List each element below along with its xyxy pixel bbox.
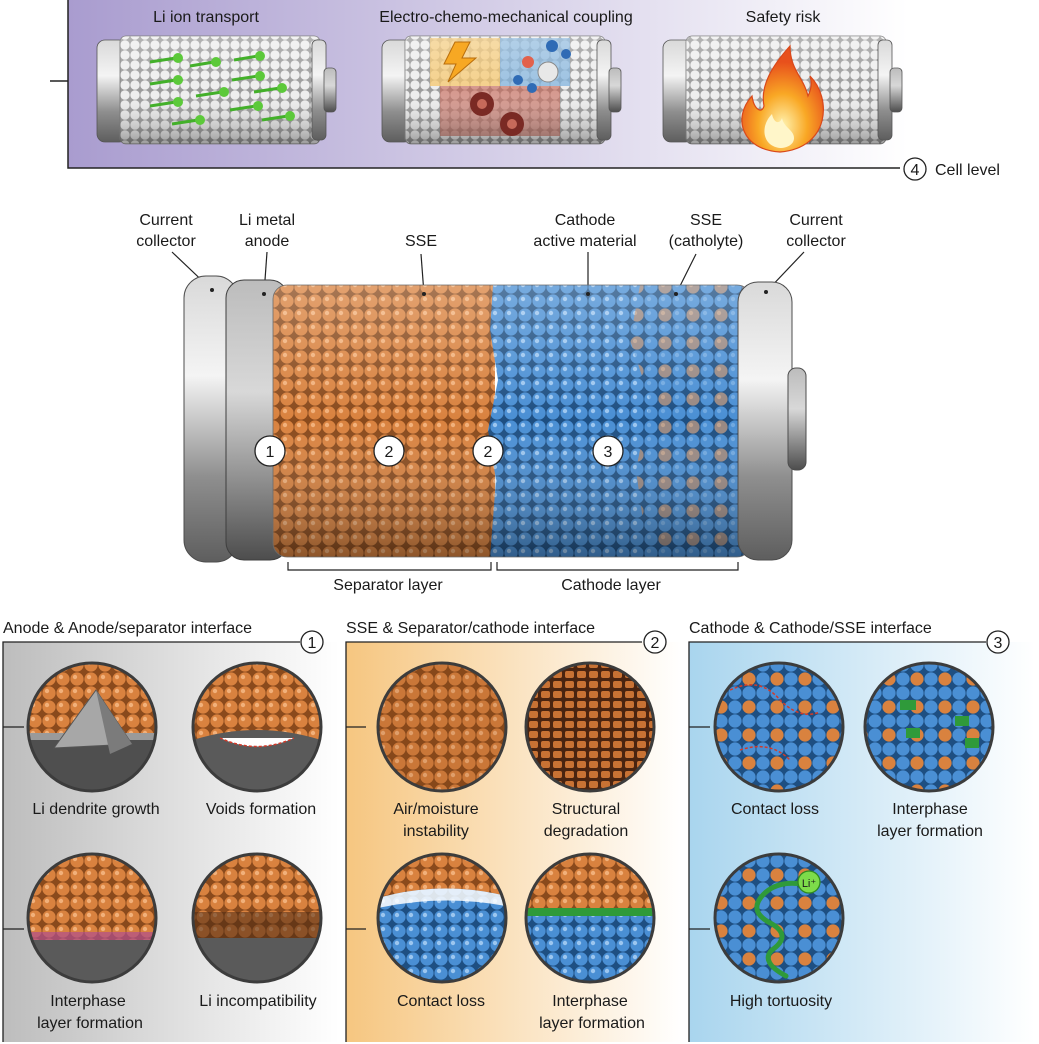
structural-label-2: degradation <box>544 823 629 840</box>
flame-icon <box>741 44 824 153</box>
layer-brackets <box>287 562 739 571</box>
lightning-icon <box>443 41 478 83</box>
safety-label: Safety risk <box>746 9 822 26</box>
panel-sse: SSE & Separator/cathode interface 2 Air/… <box>345 620 682 1042</box>
moisture-illustration <box>378 663 506 791</box>
main-cell: Current collector Li metal anode SSE Cat… <box>136 212 846 594</box>
cc-right-label-2: collector <box>786 233 846 250</box>
transport-label: Li ion transport <box>153 9 259 26</box>
panel-sse-title: SSE & Separator/cathode interface <box>346 620 595 637</box>
sse-label: SSE <box>405 233 437 250</box>
li-ion-arrows <box>149 51 295 126</box>
coupling-label: Electro-chemo-mechanical coupling <box>379 9 632 26</box>
right-current-collector <box>737 281 793 561</box>
anode-interphase-label-1: Interphase <box>50 993 126 1010</box>
sse-interphase-label-1: Interphase <box>552 993 628 1010</box>
cathode-contact-loss-illustration <box>715 663 843 791</box>
panel-sse-number: 2 <box>651 635 660 652</box>
separator-layer-label: Separator layer <box>333 577 443 594</box>
panel-cathode: Cathode & Cathode/SSE interface 3 Contac… <box>688 620 1035 1042</box>
anode-label-2: anode <box>245 233 290 250</box>
cathode-interphase-label-2: layer formation <box>877 823 983 840</box>
marker-2-separator: 2 <box>373 435 405 467</box>
mini-cell-transport <box>96 35 337 145</box>
molecule-icon <box>513 40 571 93</box>
mini-cell-safety <box>662 35 903 153</box>
tortuosity-label: High tortuosity <box>730 993 832 1010</box>
cc-right-label-1: Current <box>789 212 843 229</box>
svg-text:1: 1 <box>266 444 275 461</box>
moisture-label-1: Air/moisture <box>393 801 478 818</box>
panel-cathode-title: Cathode & Cathode/SSE interface <box>689 620 932 637</box>
panel-cathode-number: 3 <box>994 635 1003 652</box>
cam-label-1: Cathode <box>555 212 616 229</box>
anode-label-1: Li metal <box>239 212 295 229</box>
sse-interphase-label-2: layer formation <box>539 1015 645 1032</box>
cathode-contact-loss-label: Contact loss <box>731 801 819 818</box>
sse-contact-loss-label: Contact loss <box>397 993 485 1010</box>
svg-text:2: 2 <box>484 444 493 461</box>
cell-level-panel: Li ion transport Electro-chemo-mechanica… <box>50 0 1000 181</box>
voids-illustration <box>193 663 321 791</box>
tortuosity-illustration <box>715 854 843 982</box>
li-incompatibility-label: Li incompatibility <box>199 993 316 1010</box>
marker-2-interface: 2 <box>472 435 504 467</box>
panel-anode: Anode & Anode/separator interface 1 Li d… <box>2 620 339 1042</box>
structural-label-1: Structural <box>552 801 620 818</box>
anode-interphase-label-2: layer formation <box>37 1015 143 1032</box>
svg-text:Li⁺: Li⁺ <box>802 878 817 890</box>
gear-icon <box>470 92 524 136</box>
svg-text:3: 3 <box>604 444 613 461</box>
cc-left-label-1: Current <box>139 212 193 229</box>
li-incompatibility-illustration <box>193 854 321 982</box>
cathode-interphase-label-1: Interphase <box>892 801 968 818</box>
catholyte-label-2: (catholyte) <box>669 233 744 250</box>
marker-3: 3 <box>592 435 624 467</box>
li-ion-badge: Li⁺ <box>797 870 821 894</box>
mini-cell-coupling <box>381 35 622 145</box>
cathode-interphase-illustration <box>865 663 993 791</box>
svg-text:2: 2 <box>385 444 394 461</box>
panel-anode-title: Anode & Anode/separator interface <box>3 620 252 637</box>
cell-level-label: Cell level <box>935 162 1000 179</box>
dendrite-label: Li dendrite growth <box>32 801 159 818</box>
sse-contact-loss-illustration <box>378 854 506 982</box>
panel-anode-number: 1 <box>308 635 317 652</box>
cathode-layer-label: Cathode layer <box>561 577 661 594</box>
cam-label-2: active material <box>533 233 636 250</box>
marker-1: 1 <box>254 435 286 467</box>
cc-left-label-2: collector <box>136 233 196 250</box>
catholyte-label-1: SSE <box>690 212 722 229</box>
voids-label: Voids formation <box>206 801 316 818</box>
cell-level-number: 4 <box>911 162 920 179</box>
structural-degradation-illustration <box>526 663 654 791</box>
terminal-tab <box>787 367 807 471</box>
moisture-label-2: instability <box>403 823 469 840</box>
cell-body <box>273 285 751 557</box>
